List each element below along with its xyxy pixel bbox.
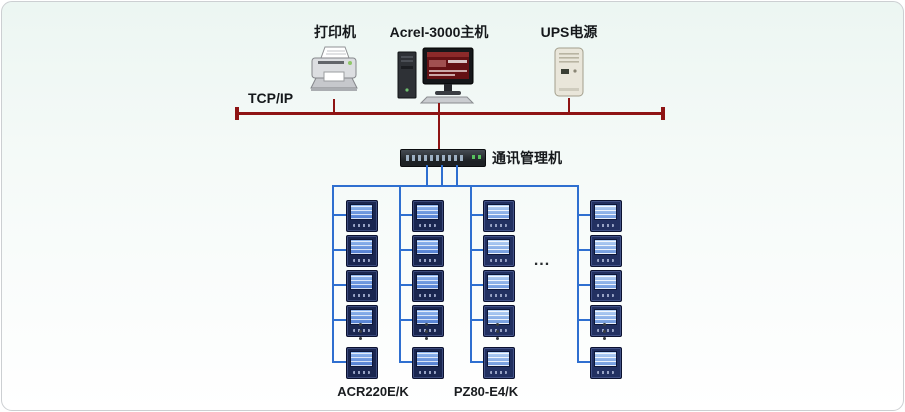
host-drop-line [438, 103, 440, 112]
gateway-switch [400, 149, 486, 167]
link-line [399, 319, 412, 321]
tcpip-bus-label: TCP/IP [248, 90, 294, 106]
power-meter [483, 235, 515, 267]
ups-drop-line [568, 98, 570, 112]
link-line [470, 319, 483, 321]
power-meter [412, 235, 444, 267]
horizontal-ellipsis: ... [533, 252, 551, 269]
power-meter [346, 235, 378, 267]
gateway-label: 通讯管理机 [492, 150, 562, 166]
ups-device [551, 44, 587, 105]
power-meter [346, 200, 378, 232]
link-line [470, 214, 483, 216]
column-spine-line [470, 185, 472, 362]
switch-leds-icon [472, 155, 481, 159]
power-meter [590, 235, 622, 267]
host-label: Acrel-3000主机 [389, 24, 489, 40]
power-meter [412, 305, 444, 337]
tcpip-bus-line [239, 112, 661, 115]
vertical-ellipsis-icon [603, 323, 606, 326]
power-meter [590, 270, 622, 302]
power-meter [483, 200, 515, 232]
link-line [441, 165, 443, 185]
column-spine-line [577, 185, 579, 362]
power-meter [483, 305, 515, 337]
printer-icon [310, 46, 358, 91]
printer-drop-line [333, 99, 335, 112]
link-line [332, 284, 346, 286]
power-meter [590, 305, 622, 337]
link-line [577, 249, 590, 251]
ups-icon [554, 47, 584, 97]
vertical-ellipsis-icon [496, 323, 499, 326]
link-line [332, 361, 346, 363]
printer-device [305, 44, 363, 105]
power-meter [412, 200, 444, 232]
power-meter [590, 347, 622, 379]
power-meter [346, 305, 378, 337]
power-meter [346, 347, 378, 379]
link-line [577, 284, 590, 286]
power-meter [412, 270, 444, 302]
link-line [332, 249, 346, 251]
host-computer-icon [397, 47, 475, 104]
column-spine-line [332, 185, 334, 362]
bus-to-gateway-line [438, 115, 440, 149]
link-line [577, 319, 590, 321]
column-spine-line [399, 185, 401, 362]
link-line [470, 249, 483, 251]
link-line [399, 284, 412, 286]
link-line [470, 361, 483, 363]
link-line [332, 214, 346, 216]
link-line [577, 361, 590, 363]
vertical-ellipsis-icon [425, 323, 428, 326]
pz-meter-label: PZ80-E4/K [453, 384, 519, 399]
power-meter [346, 270, 378, 302]
power-meter [590, 200, 622, 232]
link-line [399, 249, 412, 251]
bus-endcap-left [235, 107, 239, 120]
link-manifold-line [332, 185, 578, 187]
printer-label: 打印机 [314, 24, 356, 40]
vertical-ellipsis-icon [359, 323, 362, 326]
link-line [399, 214, 412, 216]
link-line [577, 214, 590, 216]
power-meter [412, 347, 444, 379]
acr-meter-label: ACR220E/K [337, 384, 409, 399]
link-line [426, 165, 428, 185]
power-meter [483, 347, 515, 379]
host-device [397, 46, 481, 109]
ups-label: UPS电源 [540, 24, 598, 40]
link-line [470, 284, 483, 286]
bus-endcap-right [661, 107, 665, 120]
power-meter [483, 270, 515, 302]
link-line [332, 319, 346, 321]
switch-ports-icon [406, 155, 464, 161]
link-line [399, 361, 412, 363]
link-line [456, 165, 458, 185]
